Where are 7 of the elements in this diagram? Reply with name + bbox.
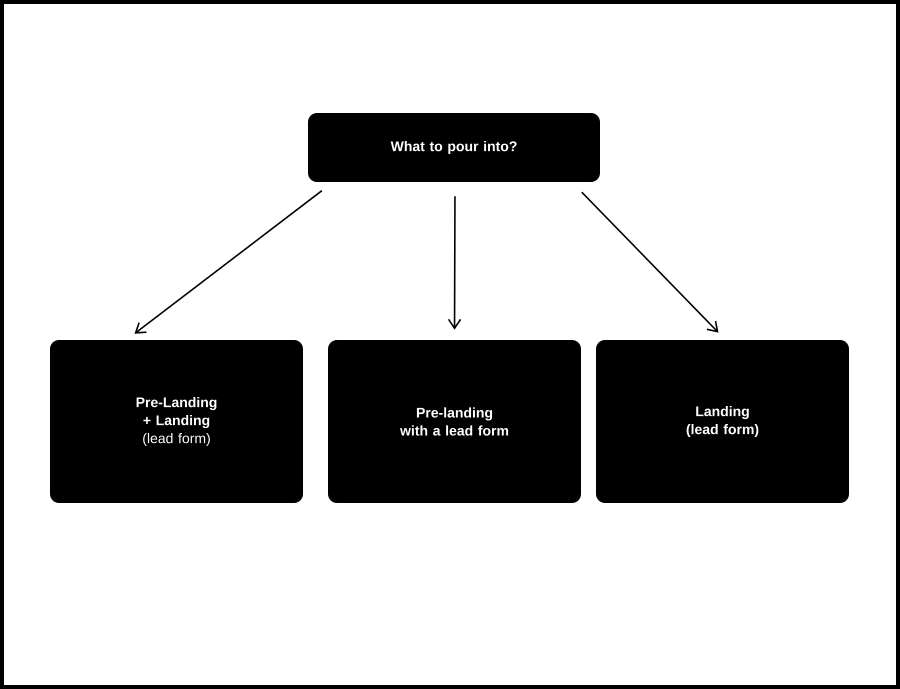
arrow (448, 196, 462, 330)
option-box: Pre-landing with a lead form (328, 340, 581, 503)
arrow (134, 190, 322, 334)
option-box: Pre-Landing + Landing (lead form) (50, 340, 303, 503)
question-box: What to pour into? (308, 113, 600, 182)
arrow (581, 192, 719, 333)
option-box: Landing (lead form) (596, 340, 849, 503)
